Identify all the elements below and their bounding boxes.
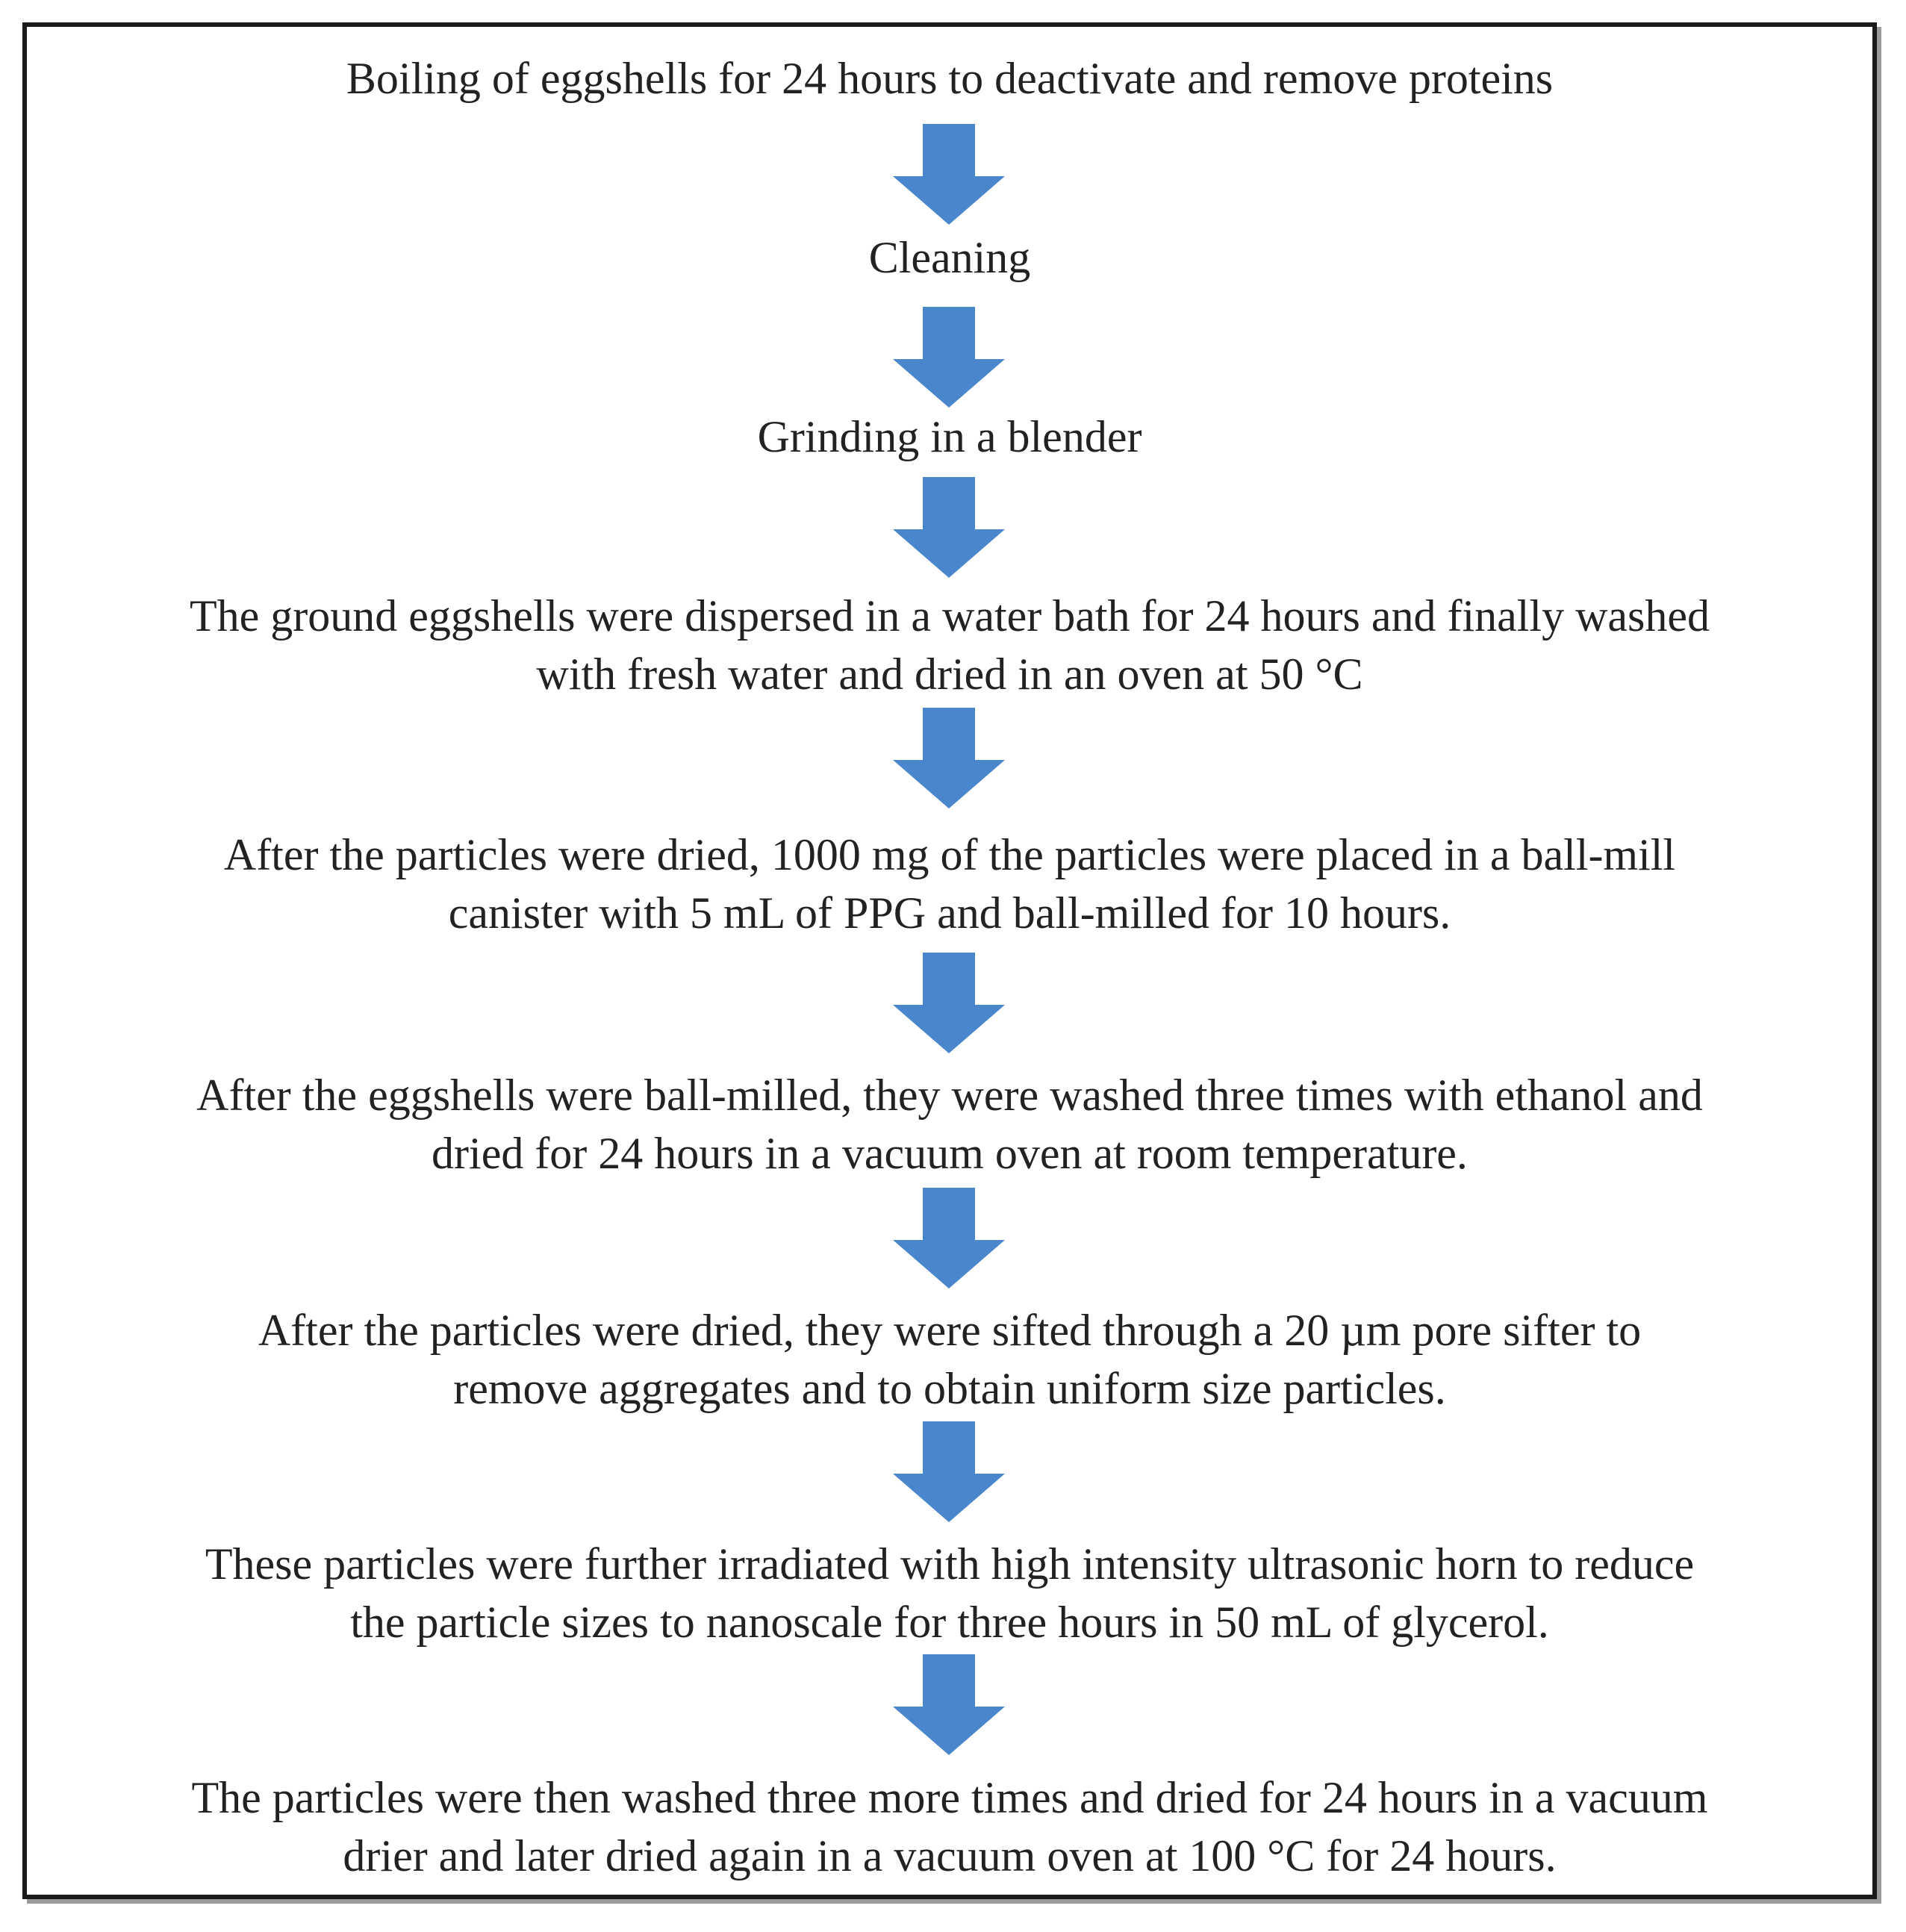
step-cleaning: Cleaning [868,233,1031,282]
down-arrow-icon [893,1421,1005,1522]
step-ethanol-wash: After the eggshells were ball-milled, th… [196,1071,1703,1178]
down-arrow-icon [893,124,1005,225]
down-arrow-icon [893,307,1005,408]
down-arrow-icon [893,708,1005,808]
down-arrow-icon [893,953,1005,1053]
step-sifting: After the particles were dried, they wer… [258,1306,1642,1413]
down-arrow-icon [893,477,1005,578]
down-arrow-icon [893,1654,1005,1755]
down-arrow-icon [893,1188,1005,1288]
step-grinding: Grinding in a blender [757,412,1142,461]
step-ball-mill: After the particles were dried, 1000 mg … [223,830,1676,938]
step-final-drying: The particles were then washed three mor… [191,1773,1708,1880]
flowchart-frame: Boiling of eggshells for 24 hours to dea… [22,22,1877,1899]
step-ultrasonic: These particles were further irradiated … [205,1539,1695,1647]
step-water-bath: The ground eggshells were dispersed in a… [189,591,1710,699]
step-boiling: Boiling of eggshells for 24 hours to dea… [346,54,1554,103]
